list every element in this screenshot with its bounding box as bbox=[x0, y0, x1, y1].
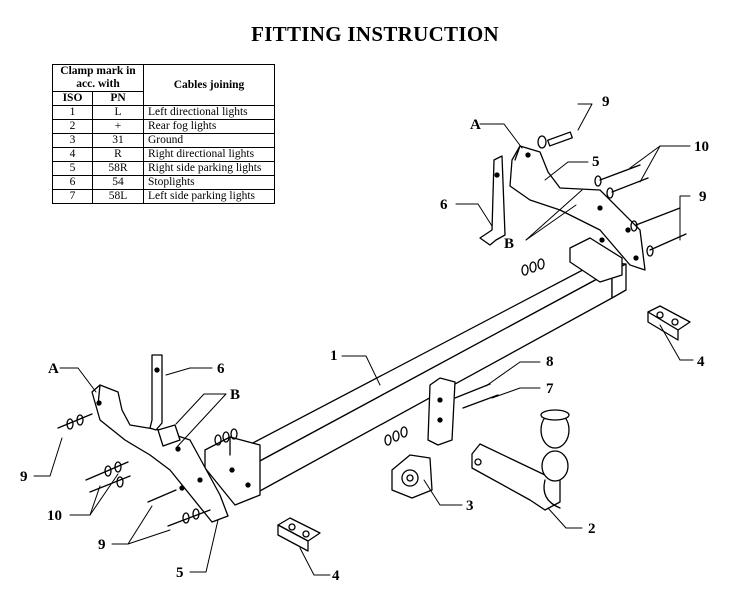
header-clamp-text: Clamp mark in acc. with bbox=[60, 65, 136, 90]
socket-plate bbox=[391, 454, 433, 499]
label-6-right: 6 bbox=[440, 197, 448, 213]
label-5-right: 5 bbox=[592, 154, 600, 170]
cable-cell: Left side parking lights bbox=[143, 189, 275, 204]
cable-cell: Right side parking lights bbox=[143, 161, 275, 176]
label-7: 7 bbox=[546, 381, 554, 397]
right-side-bracket bbox=[509, 145, 646, 271]
page-title: FITTING INSTRUCTION bbox=[251, 22, 499, 46]
cable-cell: Right directional lights bbox=[143, 147, 275, 162]
label-9-right: 9 bbox=[699, 189, 707, 205]
cables-table: Clamp mark in acc. with Cables joining I… bbox=[52, 64, 275, 204]
callout-labels: A 5 6 B 9 10 9 4 1 8 7 3 2 A 6 B 9 10 9 … bbox=[20, 94, 709, 584]
left-strap bbox=[149, 354, 181, 447]
right-strap bbox=[479, 155, 506, 246]
label-a-right: A bbox=[470, 117, 481, 133]
label-6-left: 6 bbox=[217, 361, 225, 377]
header-pn: PN bbox=[92, 91, 144, 106]
left-side-bracket bbox=[91, 384, 229, 523]
label-8: 8 bbox=[546, 354, 554, 370]
leader-lines bbox=[33, 103, 694, 576]
label-10-right: 10 bbox=[694, 139, 709, 155]
label-3: 3 bbox=[466, 498, 474, 514]
cable-cell: Stoplights bbox=[143, 175, 275, 190]
label-b-left: B bbox=[230, 387, 240, 403]
towball-arm bbox=[471, 409, 570, 511]
center-mount bbox=[427, 377, 456, 446]
label-4-right: 4 bbox=[697, 354, 705, 370]
label-5-left: 5 bbox=[176, 565, 184, 581]
label-9-left: 9 bbox=[20, 469, 28, 485]
label-2: 2 bbox=[588, 521, 596, 537]
label-a-left: A bbox=[48, 361, 59, 377]
label-4-left: 4 bbox=[332, 568, 340, 584]
pn-cell: 58R bbox=[92, 161, 144, 176]
label-b-right: B bbox=[504, 236, 514, 252]
header-clamp: Clamp mark in acc. with bbox=[52, 64, 144, 92]
label-1: 1 bbox=[330, 348, 338, 364]
header-cables: Cables joining bbox=[143, 64, 275, 106]
label-9-bottom: 9 bbox=[98, 537, 106, 553]
pn-cell: 58L bbox=[92, 189, 144, 204]
label-9-top: 9 bbox=[602, 94, 610, 110]
label-10-left: 10 bbox=[47, 508, 62, 524]
spacer-plates bbox=[277, 305, 691, 552]
